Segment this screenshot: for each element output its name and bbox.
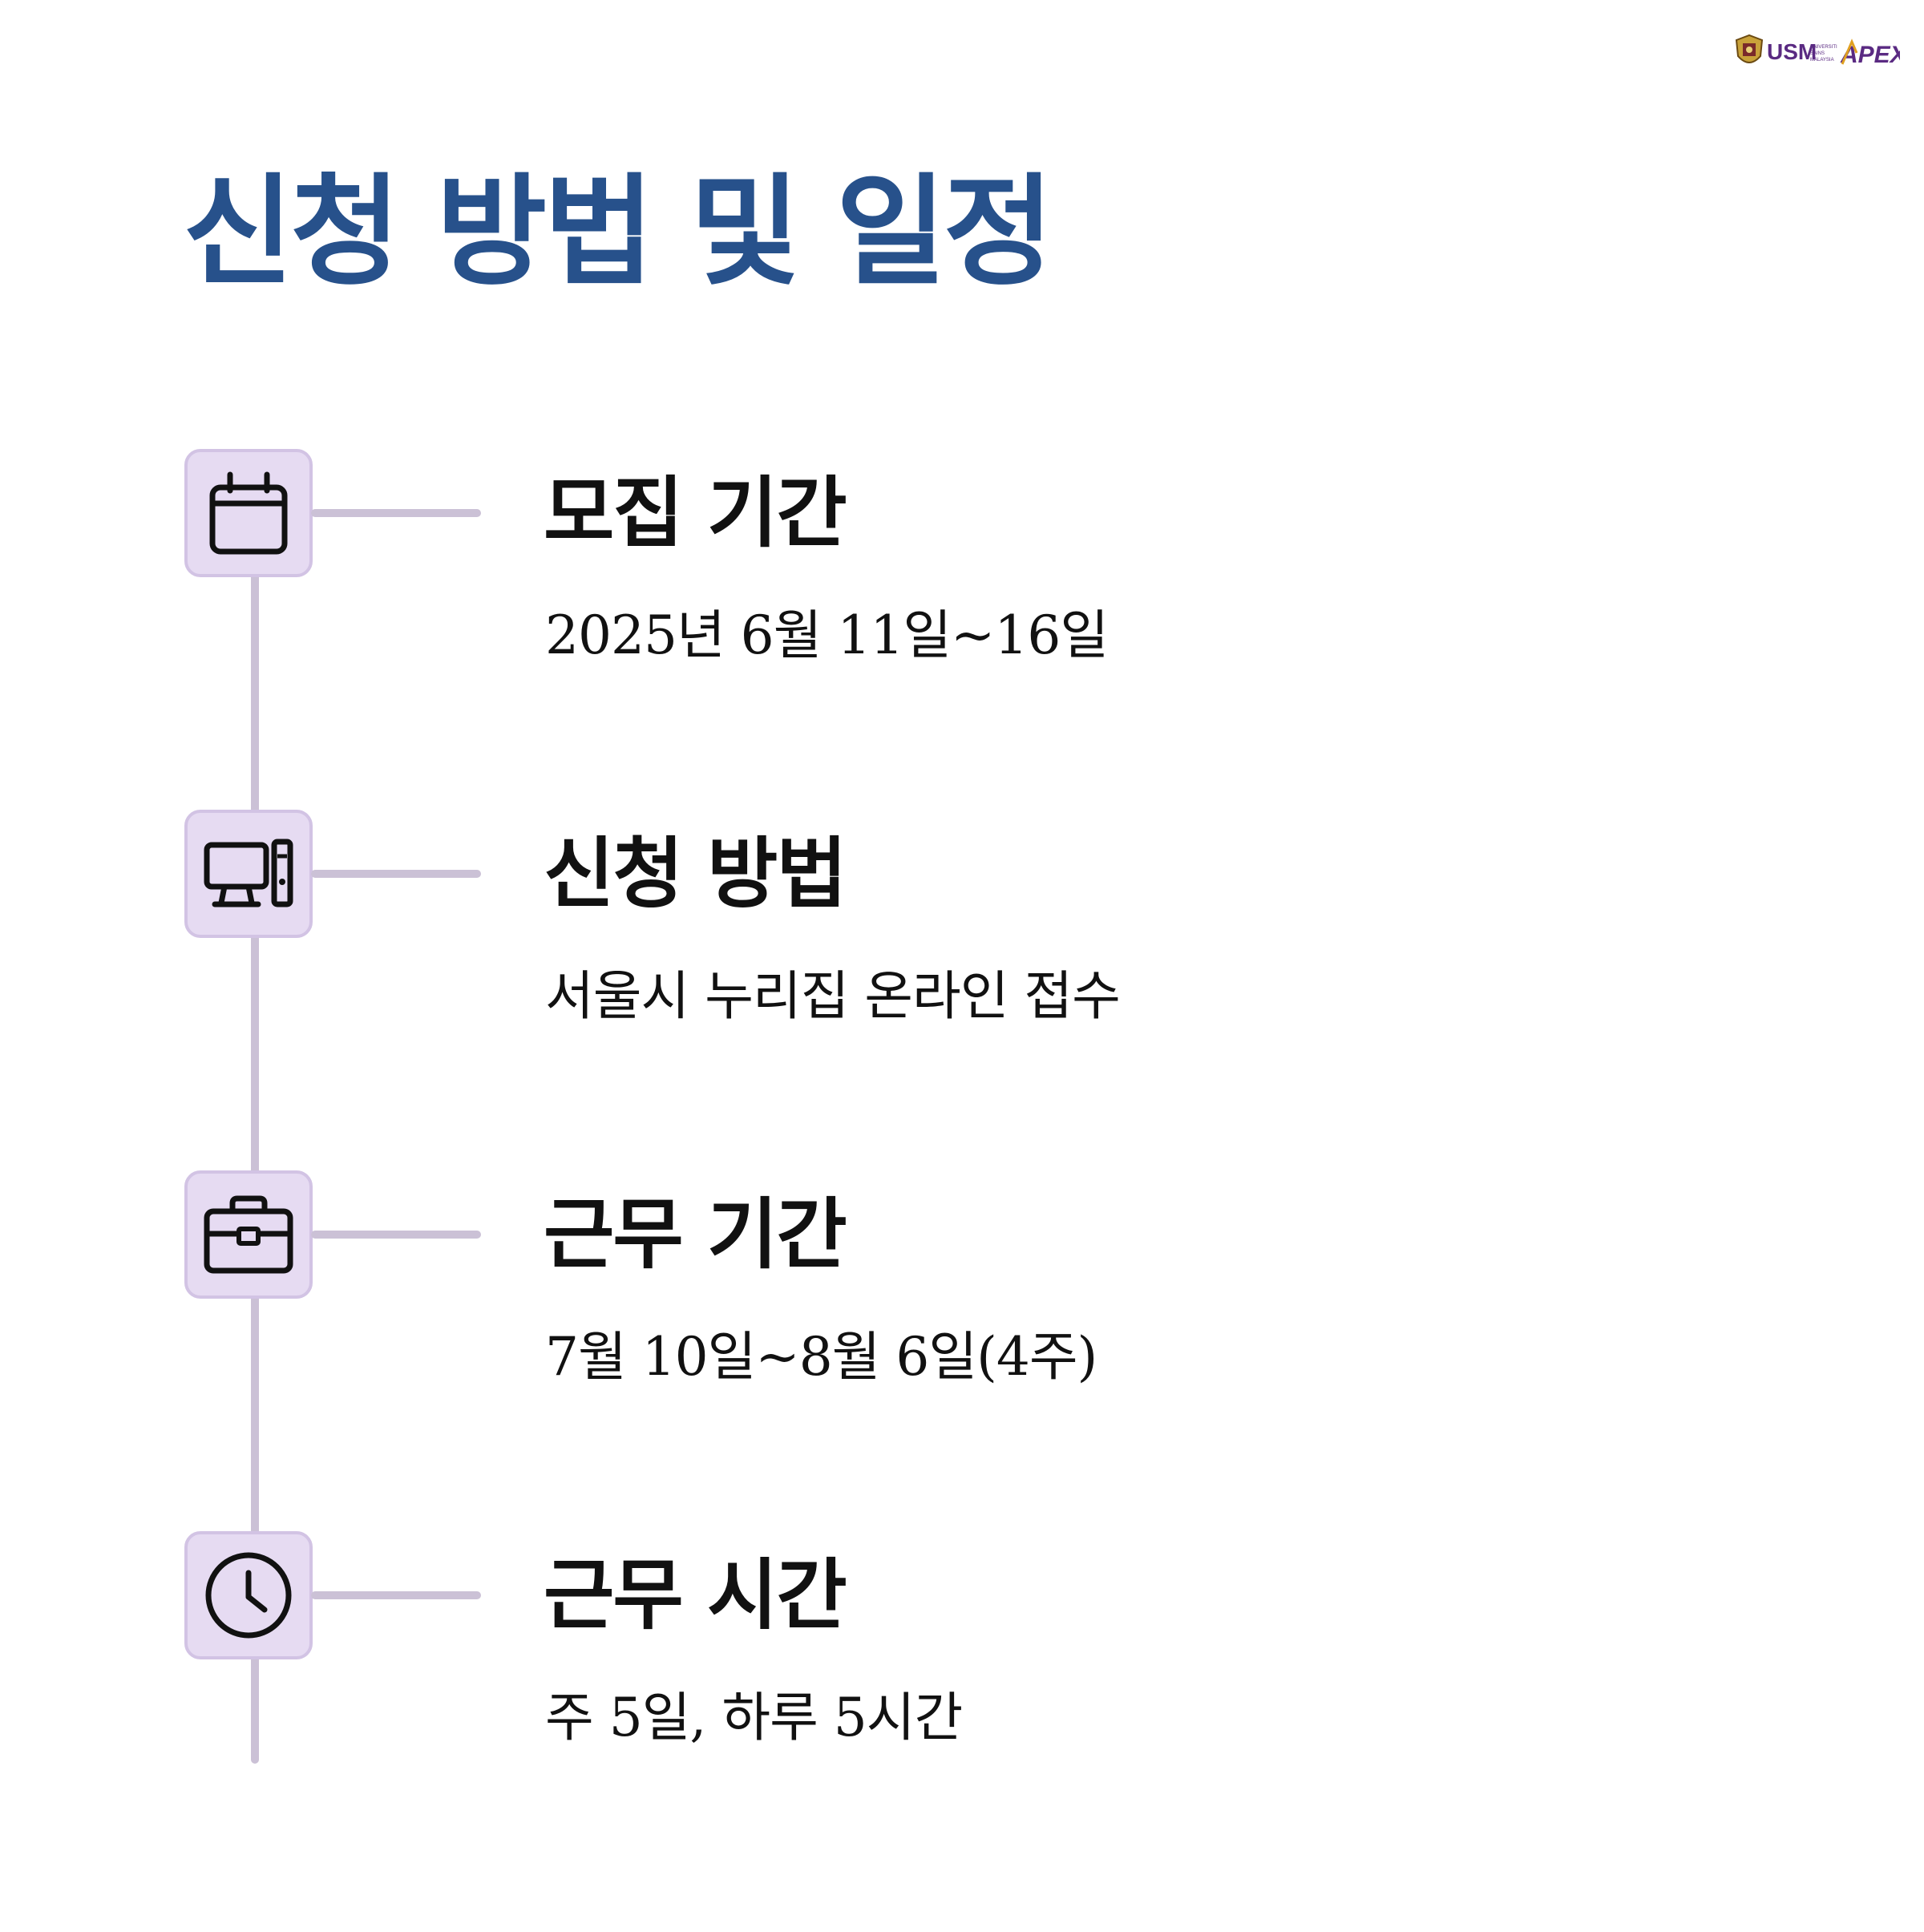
timeline-connector: [311, 1231, 481, 1239]
svg-text:MALAYSIA: MALAYSIA: [1810, 58, 1834, 63]
item-heading: 모집 기간: [544, 468, 847, 558]
clock-icon: [205, 1552, 292, 1639]
timeline-item-work-hours: 근무 시간 주 5일, 하루 5시간: [0, 1531, 1924, 1772]
item-detail: 7월 10일~8월 6일(4주): [545, 1326, 1097, 1388]
item-heading: 근무 시간: [544, 1550, 847, 1640]
item-detail: 2025년 6월 11일~16일: [545, 604, 1109, 666]
calendar-icon: [209, 471, 288, 555]
icon-badge: [184, 1170, 313, 1299]
icon-badge: [184, 449, 313, 577]
timeline-item-recruitment: 모집 기간 2025년 6월 11일~16일: [0, 449, 1924, 689]
timeline-connector: [311, 870, 481, 878]
timeline-connector: [311, 509, 481, 517]
timeline-item-application: 신청 방법 서울시 누리집 온라인 접수: [0, 810, 1924, 1050]
item-detail: 서울시 누리집 온라인 접수: [545, 965, 1121, 1027]
usm-apex-logo: USM UNIVERSITI SAINS MALAYSIA APEX: [1732, 32, 1900, 72]
timeline-item-work-period: 근무 기간 7월 10일~8월 6일(4주): [0, 1170, 1924, 1411]
desktop-computer-icon: [204, 839, 293, 907]
timeline-line: [251, 513, 259, 1764]
usm-wordmark: USM: [1767, 39, 1817, 64]
usm-subtitle: UNIVERSITI: [1810, 45, 1837, 50]
item-detail: 주 5일, 하루 5시간: [545, 1687, 963, 1748]
item-heading: 근무 기간: [544, 1190, 847, 1279]
svg-text:SAINS: SAINS: [1810, 51, 1825, 56]
page-title: 신청 방법 및 일정: [183, 163, 1054, 302]
item-heading: 신청 방법: [544, 829, 847, 919]
timeline-connector: [311, 1591, 481, 1599]
crest-icon: [1735, 34, 1764, 63]
briefcase-icon: [204, 1195, 293, 1274]
icon-badge: [184, 810, 313, 938]
icon-badge: [184, 1531, 313, 1659]
